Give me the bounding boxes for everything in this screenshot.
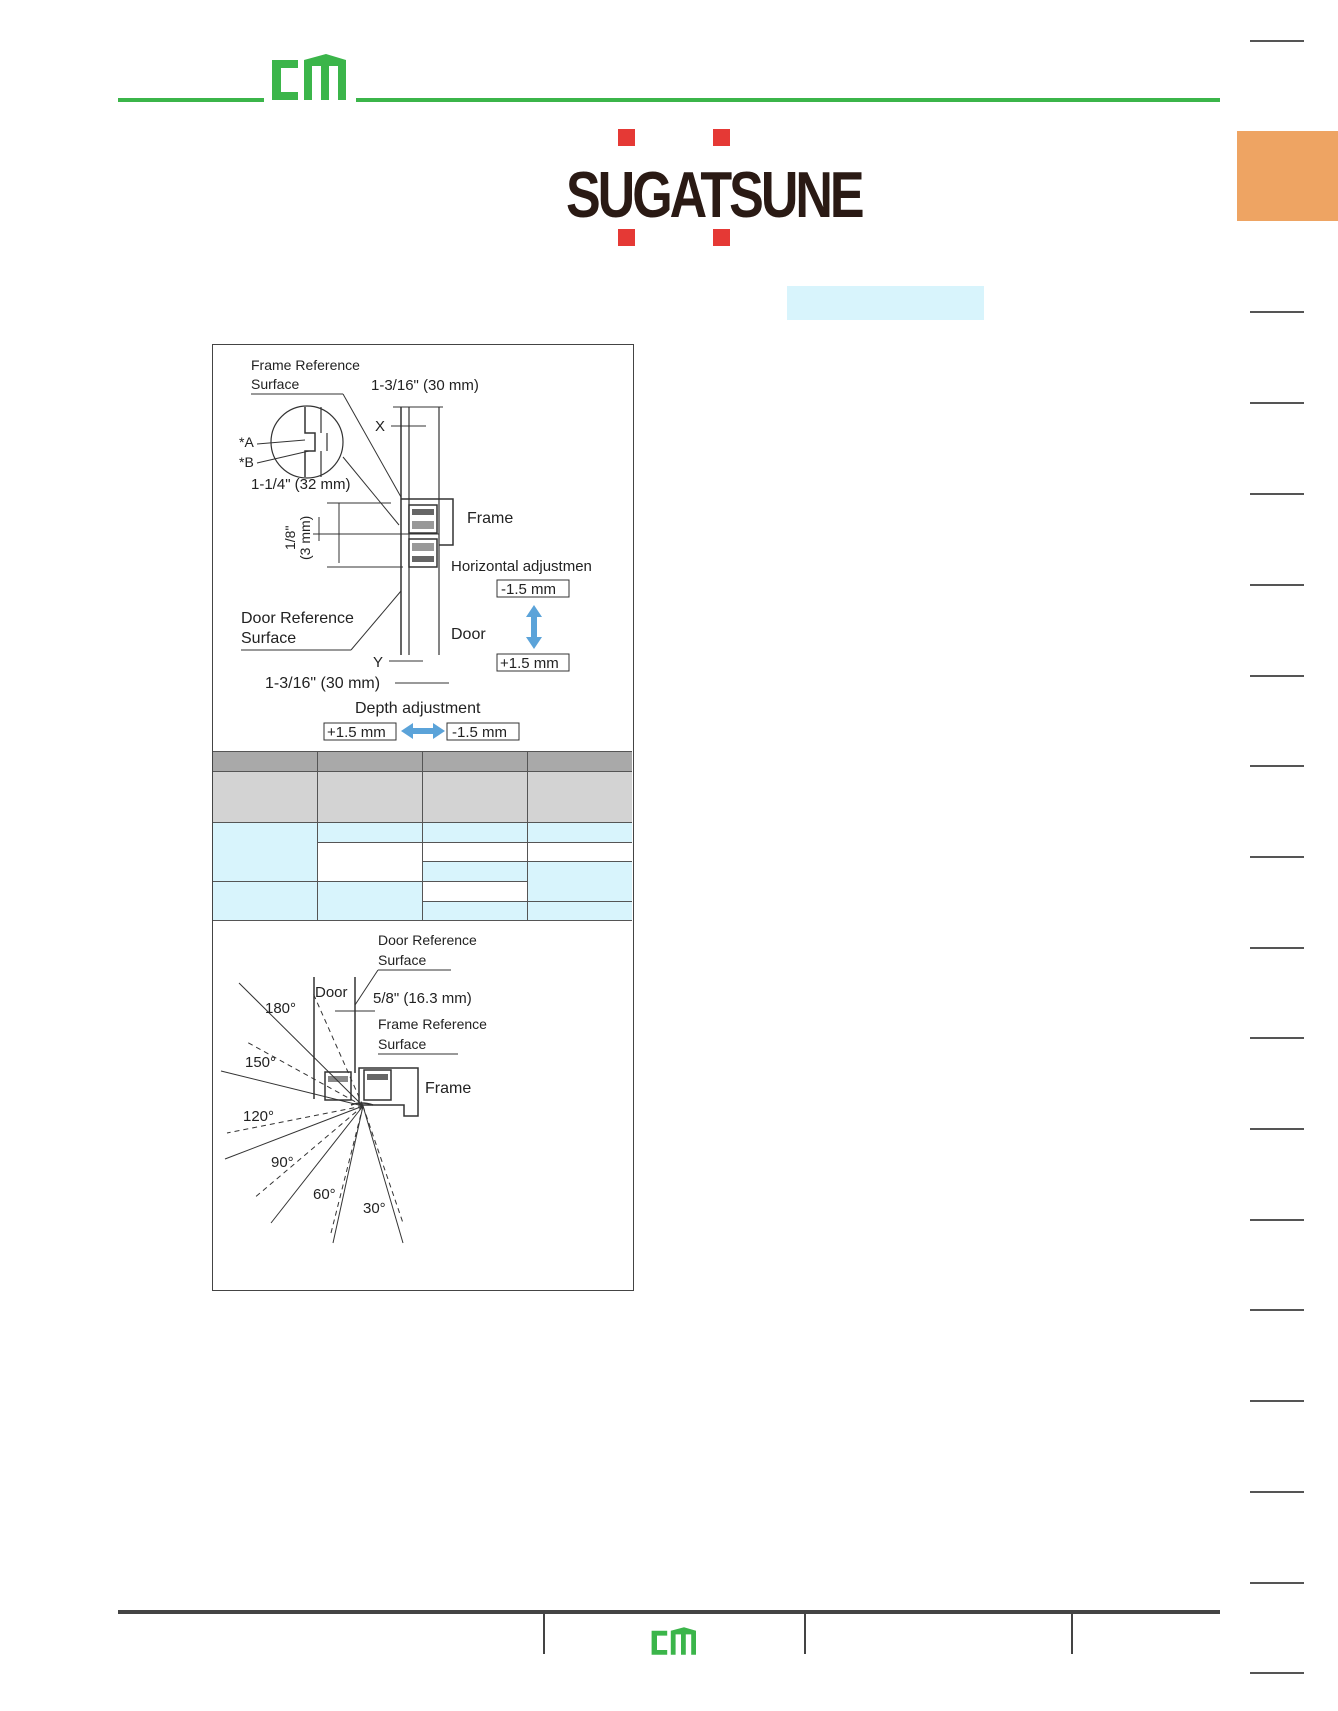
d-minus-label: -1.5 mm: [452, 724, 507, 741]
x-label: X: [375, 418, 385, 435]
depth-adj-label: Depth adjustment: [355, 700, 481, 717]
side-divider: [1250, 675, 1304, 677]
angle-180-label: 180°: [265, 1000, 296, 1017]
angle-90-label: 90°: [271, 1154, 294, 1171]
frame-label: Frame: [425, 1080, 471, 1097]
gap-mm: (3 mm): [297, 516, 313, 560]
door-ref-label: Surface: [241, 630, 296, 647]
table-subheader-cell: [318, 772, 423, 823]
table-cell: [423, 902, 528, 921]
y-label: Y: [373, 654, 383, 671]
brand-logo: SUGATSUNE: [566, 126, 865, 250]
table-cell: [318, 882, 423, 921]
h-plus-label: +1.5 mm: [500, 655, 559, 672]
frame-ref-label: Frame Reference: [251, 357, 360, 373]
door-ref-label: Surface: [378, 952, 426, 968]
door-label: Door: [315, 984, 348, 1001]
opening-angle-diagram: Door Reference Surface Door 5/8" (16.3 m…: [220, 932, 487, 1244]
side-divider: [1250, 402, 1304, 404]
side-divider: [1250, 1672, 1304, 1674]
table-cell: [423, 843, 528, 862]
d-plus-label: +1.5 mm: [327, 724, 386, 741]
table-cell: [528, 823, 632, 843]
side-divider: [1250, 856, 1304, 858]
angle-150-label: 150°: [245, 1054, 276, 1071]
horizontal-adj-label: Horizontal adjustmen: [451, 558, 592, 575]
table-subheader-cell: [213, 772, 318, 823]
table-cell: [528, 902, 632, 921]
brand-square-icon: [618, 129, 635, 146]
table-subheader-cell: [528, 772, 632, 823]
brand-name: SUGATSUNE: [566, 159, 865, 232]
table-header-cell: [528, 751, 632, 772]
footer-divider: [804, 1612, 806, 1654]
frame-label: Frame: [467, 510, 513, 527]
header-rule-left: [118, 98, 264, 102]
table-cell: [213, 823, 318, 882]
frame-ref-label: Surface: [251, 376, 299, 392]
brand-square-icon: [618, 229, 635, 246]
table-cell: [318, 843, 423, 882]
table-cell: [213, 882, 318, 921]
frame-ref-label: Surface: [378, 1036, 426, 1052]
side-divider: [1250, 1400, 1304, 1402]
side-divider: [1250, 1037, 1304, 1039]
gap-inch: 1/8": [282, 526, 298, 550]
table-cell: [318, 823, 423, 843]
side-divider: [1250, 1219, 1304, 1221]
side-divider: [1250, 947, 1304, 949]
angle-120-label: 120°: [243, 1108, 274, 1125]
figure-panel: Frame Reference Surface 1-3/16" (30 mm) …: [212, 344, 634, 1291]
dim-label: 5/8" (16.3 mm): [373, 990, 472, 1007]
door-ref-label: Door Reference: [378, 932, 477, 948]
side-divider: [1250, 40, 1304, 42]
footer-rule: [118, 1610, 1220, 1614]
cm-logo-icon: [272, 54, 346, 100]
a-label: *A: [239, 434, 254, 450]
dim-top-label: 1-3/16" (30 mm): [371, 377, 479, 394]
footer-divider: [1071, 1612, 1073, 1654]
side-divider: [1250, 1128, 1304, 1130]
table-cell: [528, 862, 632, 902]
table-cell: [528, 843, 632, 862]
adjustment-diagram: Frame Reference Surface 1-3/16" (30 mm) …: [239, 357, 592, 741]
table-header-cell: [213, 751, 318, 772]
table-cell: [423, 862, 528, 882]
table-header-cell: [318, 751, 423, 772]
b-label: *B: [239, 454, 254, 470]
table-header-cell: [423, 751, 528, 772]
side-divider: [1250, 1582, 1304, 1584]
angle-30-label: 30°: [363, 1200, 386, 1217]
side-divider: [1250, 1491, 1304, 1493]
table-cell: [423, 823, 528, 843]
brand-square-icon: [713, 229, 730, 246]
footer-divider: [543, 1612, 545, 1654]
h-minus-label: -1.5 mm: [501, 581, 556, 598]
section-tab[interactable]: [1237, 131, 1338, 221]
cm-logo-icon: [651, 1627, 696, 1655]
side-divider: [1250, 311, 1304, 313]
dim-32-top: 1-1/4" (32 mm): [251, 476, 351, 493]
highlight-box: [787, 286, 984, 320]
dim-bottom-label: 1-3/16" (30 mm): [265, 675, 380, 692]
brand-square-icon: [713, 129, 730, 146]
table-cell: [423, 882, 528, 902]
side-divider: [1250, 1309, 1304, 1311]
table-subheader-cell: [423, 772, 528, 823]
angle-60-label: 60°: [313, 1186, 336, 1203]
side-divider: [1250, 584, 1304, 586]
door-ref-label: Door Reference: [241, 610, 354, 627]
side-divider: [1250, 493, 1304, 495]
door-label: Door: [451, 626, 486, 643]
side-divider: [1250, 765, 1304, 767]
frame-ref-label: Frame Reference: [378, 1016, 487, 1032]
header-rule-right: [356, 98, 1220, 102]
